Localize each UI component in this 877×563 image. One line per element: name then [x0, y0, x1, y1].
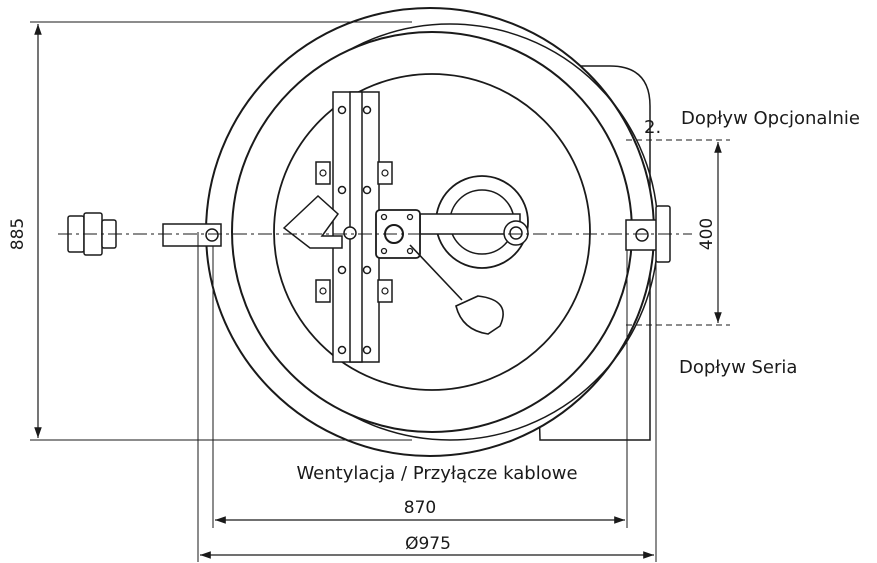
left-inlet-pipe: [162, 223, 222, 247]
pump-unit: [282, 175, 529, 335]
dimension-height: 885: [8, 21, 412, 441]
dimension-inlet-spacing: 400: [626, 139, 730, 326]
bend-connector: [282, 194, 343, 249]
inlet-optional-number: 2.: [644, 117, 661, 138]
rail-assembly: [315, 91, 393, 363]
dimension-width: 870: [212, 246, 628, 528]
dim-height-label: 885: [8, 218, 28, 250]
dimension-diameter: Ø975: [197, 232, 657, 562]
dim-inlet-spacing-label: 400: [697, 218, 717, 250]
rail-bolts: [337, 105, 372, 355]
dim-diameter-label: Ø975: [405, 534, 451, 554]
inlet-optional-label: Dopływ Opcjonalnie: [681, 108, 860, 129]
right-inlet-pipe: [625, 219, 659, 251]
ventilation-label: Wentylacja / Przyłącze kablowe: [296, 463, 577, 484]
inlet-series-label: Dopływ Seria: [679, 357, 797, 378]
rail-brackets: [315, 161, 393, 303]
float-switch: [455, 295, 504, 335]
dim-width-label: 870: [404, 498, 436, 518]
